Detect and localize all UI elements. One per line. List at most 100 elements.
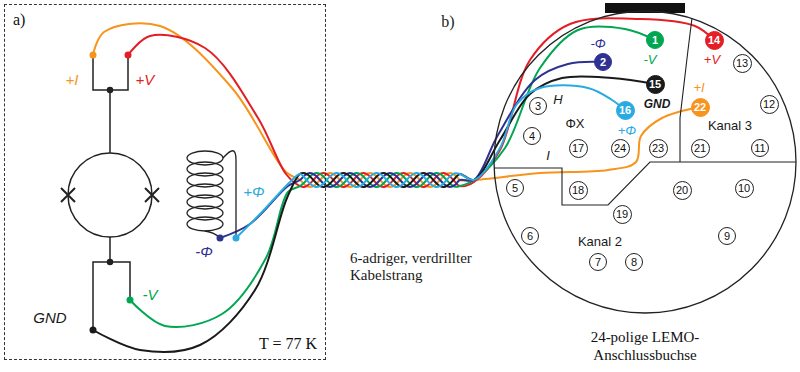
- pin-number: 12: [763, 98, 775, 111]
- cable-wire: [93, 23, 700, 187]
- cable-wire: [236, 85, 625, 238]
- coil-winding: [187, 173, 223, 187]
- channel-label: Kanal 3: [708, 119, 752, 134]
- coil-winding: [187, 184, 223, 198]
- cable-wire: [130, 26, 655, 327]
- panel-label: a): [13, 11, 25, 29]
- connector-pin: 15: [646, 75, 665, 94]
- connector-pin: 20: [673, 181, 692, 200]
- connector-pin: 6: [521, 227, 539, 245]
- signal-label: +V: [136, 71, 155, 88]
- connector-pin: 1: [646, 31, 664, 49]
- pin-number: 13: [736, 57, 748, 70]
- connector-pin: 2: [594, 53, 612, 71]
- current-lead: [93, 55, 128, 153]
- pin-number: 14: [708, 34, 720, 47]
- coil-winding: [187, 195, 223, 209]
- connector-pin: 3: [529, 97, 547, 115]
- temperature-label: T = 77 K: [259, 335, 317, 353]
- squid-symbol: [61, 55, 159, 330]
- squid-ring: [68, 153, 152, 237]
- connector-pin: 22: [691, 98, 710, 117]
- pin-number: 19: [616, 208, 628, 221]
- signal-label: +V: [704, 53, 720, 68]
- cable-label: 6-adriger, verdrillter Kabelstrang: [350, 250, 500, 285]
- pin-number: 15: [649, 78, 661, 91]
- cable-wire: [128, 18, 714, 187]
- cryostat-frame: a) T = 77 K: [4, 4, 326, 360]
- coil-winding: [187, 206, 223, 220]
- pin-number: 3: [535, 100, 541, 113]
- pin-number: 4: [529, 130, 535, 143]
- pin-number: 5: [512, 182, 518, 195]
- connector-pin: 7: [589, 253, 607, 271]
- terminal-dot: [127, 297, 134, 304]
- connector-pin: 21: [691, 139, 710, 158]
- signal-label: I: [546, 149, 550, 164]
- connector-pin: 5: [506, 179, 524, 197]
- junction-dot: [108, 88, 113, 93]
- cable-wire: [93, 76, 655, 352]
- terminal-dot: [125, 52, 132, 59]
- panel-label: b): [441, 13, 454, 31]
- pin-number: 1: [652, 34, 658, 47]
- pin-number: 22: [694, 101, 706, 114]
- connector-pin: 4: [523, 127, 541, 145]
- channel-boundary: [680, 18, 692, 162]
- signal-label: +I: [693, 81, 704, 96]
- connector-pin: 16: [616, 101, 635, 120]
- pin-number: 7: [595, 256, 601, 269]
- signal-label: GND: [33, 309, 66, 326]
- pin-number: 24: [614, 142, 626, 155]
- pin-number: 8: [631, 256, 637, 269]
- pin-number: 2: [600, 56, 606, 69]
- signal-label: -Φ: [590, 37, 605, 52]
- terminal-dot: [90, 327, 97, 334]
- connector-pin: 18: [569, 181, 588, 200]
- cable-wire: [220, 62, 603, 238]
- connector-caption: 24-polige LEMO- Anschlussbuchse: [575, 328, 715, 364]
- pin-number: 10: [738, 182, 750, 195]
- terminal-dot: [90, 52, 97, 59]
- terminal-dot: [217, 235, 224, 242]
- signal-label: GND: [644, 98, 671, 112]
- pin-number: 21: [694, 142, 706, 155]
- terminal-dots: [90, 52, 240, 334]
- coil-winding: [187, 151, 223, 165]
- coil-winding: [187, 162, 223, 176]
- connector-pin: 13: [733, 54, 752, 73]
- signal-label: +Φ: [243, 183, 264, 200]
- connector-pin: 24: [611, 139, 630, 158]
- connector-pin: 23: [649, 139, 668, 158]
- connector-pin: 14: [705, 31, 724, 50]
- terminal-dot: [233, 235, 240, 242]
- signal-label: +Φ: [618, 124, 636, 139]
- pin-number: 16: [619, 104, 631, 117]
- connector-pin: 12: [760, 95, 779, 114]
- pin-number: 9: [724, 230, 730, 243]
- connector-pin: 19: [613, 205, 632, 224]
- connector-pin: 8: [625, 253, 643, 271]
- pin-number: 18: [572, 184, 584, 197]
- twisted-cable: [93, 18, 714, 352]
- channel-label: Kanal 2: [578, 235, 622, 250]
- connector-pin: 17: [569, 139, 588, 158]
- junction-dot: [108, 260, 113, 265]
- connector-pin: 11: [751, 139, 769, 157]
- coil-lead: [223, 151, 236, 238]
- signal-label: -V: [644, 53, 657, 68]
- pin-number: 11: [754, 142, 765, 155]
- signal-label: +I: [66, 71, 79, 88]
- pin-number: 6: [527, 230, 533, 243]
- signal-label: ΦX: [565, 117, 584, 132]
- connector-pin: 10: [735, 179, 754, 198]
- signal-label: -V: [143, 286, 158, 303]
- flux-coil: [187, 151, 236, 238]
- ground-lead: [93, 237, 130, 330]
- connector-pin: 9: [718, 227, 736, 245]
- pin-number: 20: [676, 184, 688, 197]
- signal-label: -Φ: [195, 243, 213, 260]
- pin-number: 17: [572, 142, 584, 155]
- coil-winding: [187, 217, 223, 231]
- josephson-junction: [61, 188, 159, 202]
